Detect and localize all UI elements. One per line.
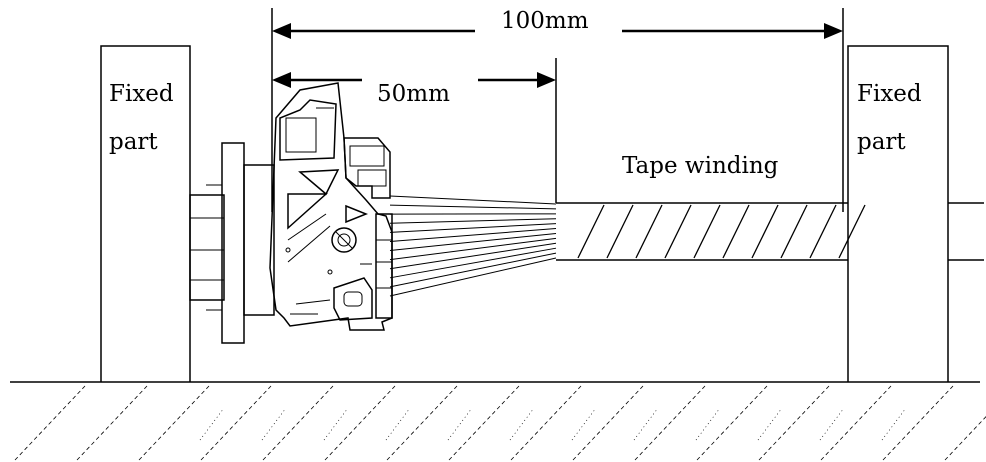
ground-hatch-dots [571,407,597,441]
wire [389,228,557,242]
ground-hatch-stroke [758,385,830,461]
tape-hatch-stroke [577,204,605,259]
connector-flange [221,142,245,344]
ground-hatch-stroke [448,385,520,461]
fixed-part-left: Fixed part [100,45,191,382]
tape-hatch-stroke [693,204,721,259]
tape-hatch-stroke [751,204,779,259]
ground-hatch-stroke [634,385,706,461]
ground-hatch-stroke [76,385,148,461]
tape-hatch-stroke [722,204,750,259]
fixed-right-label-line2: part [857,129,906,155]
ground-hatch-dots [695,407,721,441]
ground-hatch-stroke [696,385,768,461]
ground-hatch-dots [819,407,845,441]
wire [389,247,557,279]
tape-hatching [577,204,866,259]
ground-hatch-dots [323,407,349,441]
ground-hatch-stroke [138,385,210,461]
ground-hatch-stroke [510,385,582,461]
dim-50-label: 50mm [377,81,450,107]
ground-hatch-dots [633,407,659,441]
ground-hatch-dots [509,407,535,441]
ground-hatch-dots [261,407,287,441]
connector-lever [333,277,373,321]
wire [389,204,557,210]
wire [389,223,557,233]
dim-50-arrow-left [272,72,291,88]
dimension-100mm: 100mm [271,8,844,212]
dim-100-arrow-left [272,23,291,39]
fixed-left-label-line2: part [109,129,158,155]
ground-hatch-dots [757,407,783,441]
ground-hatch-stroke [820,385,892,461]
ground-hatch-stroke [14,385,86,461]
wire [389,252,557,288]
ground-hatch-stroke [324,385,396,461]
tape-hatch-stroke [838,204,866,259]
ground-hatch-stroke [262,385,334,461]
tape-hatch-stroke [606,204,634,259]
ground-hatch-stroke [882,385,954,461]
ground-hatch-dots [881,407,907,441]
ground-hatch-stroke [386,385,458,461]
tape-winding-label: Tape winding [622,153,779,179]
wire [389,195,557,205]
ground-hatching [14,385,986,461]
fixed-right-label-line1: Fixed [857,81,922,107]
ground-hatch-stroke [200,385,272,461]
wire [389,237,557,261]
wire [389,232,557,252]
wire-harness-connector-icon [189,82,393,344]
tape-hatch-stroke [809,204,837,259]
ground-hatch-stroke [572,385,644,461]
ground-hatch-dots [385,407,411,441]
connector-flange-step [243,164,275,316]
wire-bundle [389,195,557,297]
fixed-left-label-line1: Fixed [109,81,174,107]
tape-hatch-stroke [635,204,663,259]
tape-hatch-stroke [780,204,808,259]
wire [389,218,557,224]
fixed-part-right-block [847,45,949,382]
wire [389,242,557,270]
connector-rear-plug [189,194,225,301]
dimension-50mm: 50mm [272,58,557,203]
connector-knob [331,227,357,253]
fixed-part-right: Fixed part [847,45,949,382]
rod-stub [948,202,984,261]
tape-hatch-stroke [664,204,692,259]
dim-100-arrow-right [824,23,843,39]
ground-hatch-dots [199,407,225,441]
ground-hatch-dots [447,407,473,441]
tape-winding: Tape winding [556,153,866,261]
ground [10,381,986,461]
dim-100-label: 100mm [501,8,589,34]
ground-hatch-stroke [944,416,986,461]
wire [389,257,557,297]
dim-50-arrow-right [537,72,556,88]
